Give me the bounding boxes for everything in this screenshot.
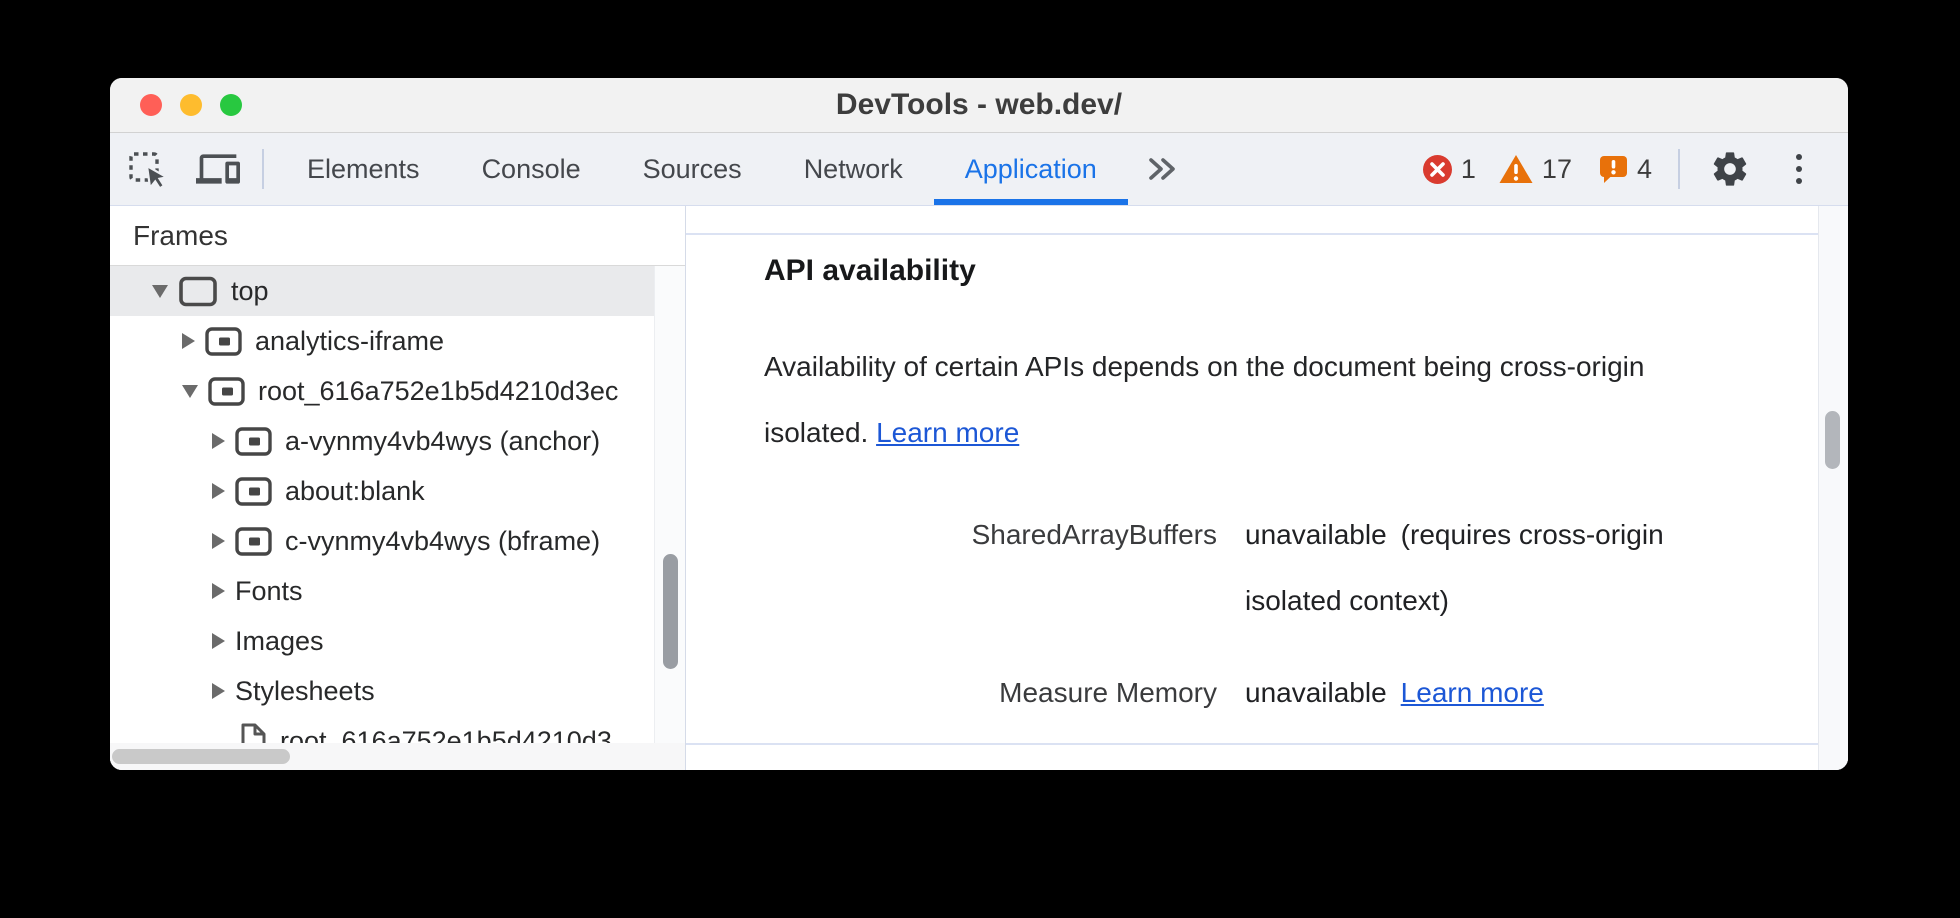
api-status: unavailable	[1245, 519, 1387, 550]
api-status: unavailable	[1245, 677, 1387, 708]
tree-item-label: root_616a752e1b5d4210d3ec	[258, 375, 619, 406]
api-row-measure-memory: Measure Memory unavailable Learn more	[764, 660, 1715, 726]
tree-item-label: Fonts	[235, 575, 303, 606]
issues-count: 4	[1636, 153, 1652, 184]
tree-item-label: Stylesheets	[235, 675, 375, 706]
tab-elements[interactable]: Elements	[307, 153, 420, 184]
issues-count-badge[interactable]: 4	[1598, 154, 1652, 185]
settings-button[interactable]	[1706, 145, 1754, 193]
tree-item-label: top	[231, 275, 269, 306]
sidebar-vertical-scrollbar-thumb[interactable]	[663, 554, 678, 669]
tree-item-root-616a752e1b5d4210d3[interactable]: root_616a752e1b5d4210d3	[110, 716, 655, 743]
tree-item-root-616a752e1b5d4210d3ec[interactable]: root_616a752e1b5d4210d3ec	[110, 366, 655, 416]
more-tabs-icon	[1149, 158, 1175, 180]
sidebar-vertical-scrollbar[interactable]	[654, 266, 685, 743]
frame-top-icon	[178, 276, 218, 307]
toggle-device-toolbar-button[interactable]	[194, 145, 242, 193]
api-status-value: unavailable(requires cross-origin isolat…	[1245, 502, 1715, 634]
devtools-window: DevTools - web.dev/ Elements Console Sourc…	[110, 78, 1848, 770]
section-divider	[686, 233, 1818, 235]
expanded-arrow-icon[interactable]	[152, 284, 168, 298]
inspect-icon	[129, 152, 170, 191]
section-divider	[686, 743, 1818, 745]
devtools-content: Frames top analytics-iframe root_616a752e1…	[110, 206, 1848, 770]
tree-item-stylesheets[interactable]: Stylesheets	[110, 666, 655, 716]
device-toolbar-icon	[196, 154, 240, 184]
learn-more-link[interactable]: Learn more	[1400, 677, 1544, 708]
toolbar-separator	[262, 149, 264, 189]
tree-item-label: about:blank	[285, 475, 425, 506]
iframe-icon	[205, 326, 242, 356]
section-description: Availability of certain APIs depends on …	[764, 334, 1699, 466]
description-text: Availability of certain APIs depends on …	[764, 351, 1645, 448]
tree-item-label: analytics-iframe	[255, 325, 445, 356]
iframe-icon	[235, 526, 272, 556]
main-vertical-scrollbar-thumb[interactable]	[1825, 411, 1840, 469]
tab-console[interactable]: Console	[481, 153, 581, 184]
collapsed-arrow-icon[interactable]	[212, 483, 225, 499]
tree-item-analytics-iframe[interactable]: analytics-iframe	[110, 316, 655, 366]
panel-tabs: Elements Console Sources Network Application	[276, 133, 1128, 205]
sidebar-horizontal-scrollbar[interactable]	[110, 743, 685, 770]
more-tabs-button[interactable]	[1138, 145, 1186, 193]
maximize-button[interactable]	[220, 94, 242, 116]
main-vertical-scrollbar[interactable]	[1818, 206, 1848, 770]
tree-item-label: a-vynmy4vb4wys (anchor)	[285, 425, 601, 456]
tab-application[interactable]: Application	[933, 133, 1128, 205]
frames-tree: top analytics-iframe root_616a752e1b5d4210…	[110, 266, 655, 743]
tree-item-c-vynmy4vb4wys-bframe-[interactable]: c-vynmy4vb4wys (bframe)	[110, 516, 655, 566]
expanded-arrow-icon[interactable]	[182, 384, 198, 398]
toolbar-separator	[1678, 149, 1680, 189]
api-status-value: unavailable Learn more	[1245, 660, 1715, 726]
tree-item-top[interactable]: top	[110, 266, 655, 316]
kebab-menu-icon	[1796, 154, 1802, 160]
close-button[interactable]	[140, 94, 162, 116]
window-title: DevTools - web.dev/	[835, 88, 1123, 121]
tree-item-about-blank[interactable]: about:blank	[110, 466, 655, 516]
tab-network[interactable]: Network	[803, 153, 903, 184]
collapsed-arrow-icon[interactable]	[212, 533, 225, 549]
collapsed-arrow-icon[interactable]	[212, 683, 225, 699]
error-count-badge[interactable]: 1	[1422, 154, 1476, 185]
tree-item-fonts[interactable]: Fonts	[110, 566, 655, 616]
iframe-icon	[208, 376, 245, 406]
frame-details-pane: API availability Availability of certain…	[686, 206, 1848, 770]
tree-item-label: root_616a752e1b5d4210d3	[280, 725, 612, 744]
warning-icon	[1499, 155, 1533, 183]
error-icon	[1422, 154, 1452, 184]
collapsed-arrow-icon[interactable]	[212, 583, 225, 599]
document-icon	[240, 723, 267, 743]
title-bar[interactable]: DevTools - web.dev/	[110, 78, 1848, 133]
section-title: API availability	[764, 254, 976, 287]
customize-devtools-button[interactable]	[1784, 145, 1814, 193]
application-sidebar: Frames top analytics-iframe root_616a752e1…	[110, 206, 686, 770]
api-row-sharedarraybuffers: SharedArrayBuffers unavailable(requires c…	[764, 502, 1715, 634]
warning-count: 17	[1541, 153, 1572, 184]
tree-item-label: Images	[235, 625, 324, 656]
collapsed-arrow-icon[interactable]	[212, 433, 225, 449]
learn-more-link[interactable]: Learn more	[876, 417, 1020, 448]
tree-item-a-vynmy4vb4wys-anchor-[interactable]: a-vynmy4vb4wys (anchor)	[110, 416, 655, 466]
api-name: Measure Memory	[999, 677, 1217, 708]
iframe-icon	[235, 426, 272, 456]
tree-item-images[interactable]: Images	[110, 616, 655, 666]
gear-icon	[1713, 152, 1747, 186]
api-name: SharedArrayBuffers	[971, 519, 1217, 550]
inspect-element-button[interactable]	[124, 145, 172, 193]
collapsed-arrow-icon[interactable]	[212, 633, 225, 649]
tree-item-label: c-vynmy4vb4wys (bframe)	[285, 525, 601, 556]
tab-sources[interactable]: Sources	[642, 153, 742, 184]
minimize-button[interactable]	[180, 94, 202, 116]
warning-count-badge[interactable]: 17	[1498, 153, 1572, 185]
issues-icon	[1599, 156, 1627, 183]
frames-section-header[interactable]: Frames	[110, 206, 685, 266]
error-count: 1	[1460, 153, 1476, 184]
devtools-toolbar: Elements Console Sources Network Application…	[110, 133, 1848, 206]
api-status-detail: (requires cross-origin isolated context)	[1245, 519, 1664, 616]
collapsed-arrow-icon[interactable]	[182, 333, 195, 349]
sidebar-horizontal-scrollbar-thumb[interactable]	[112, 749, 290, 764]
toolbar-right-group: 1 17 4	[1422, 145, 1848, 193]
iframe-icon	[235, 476, 272, 506]
